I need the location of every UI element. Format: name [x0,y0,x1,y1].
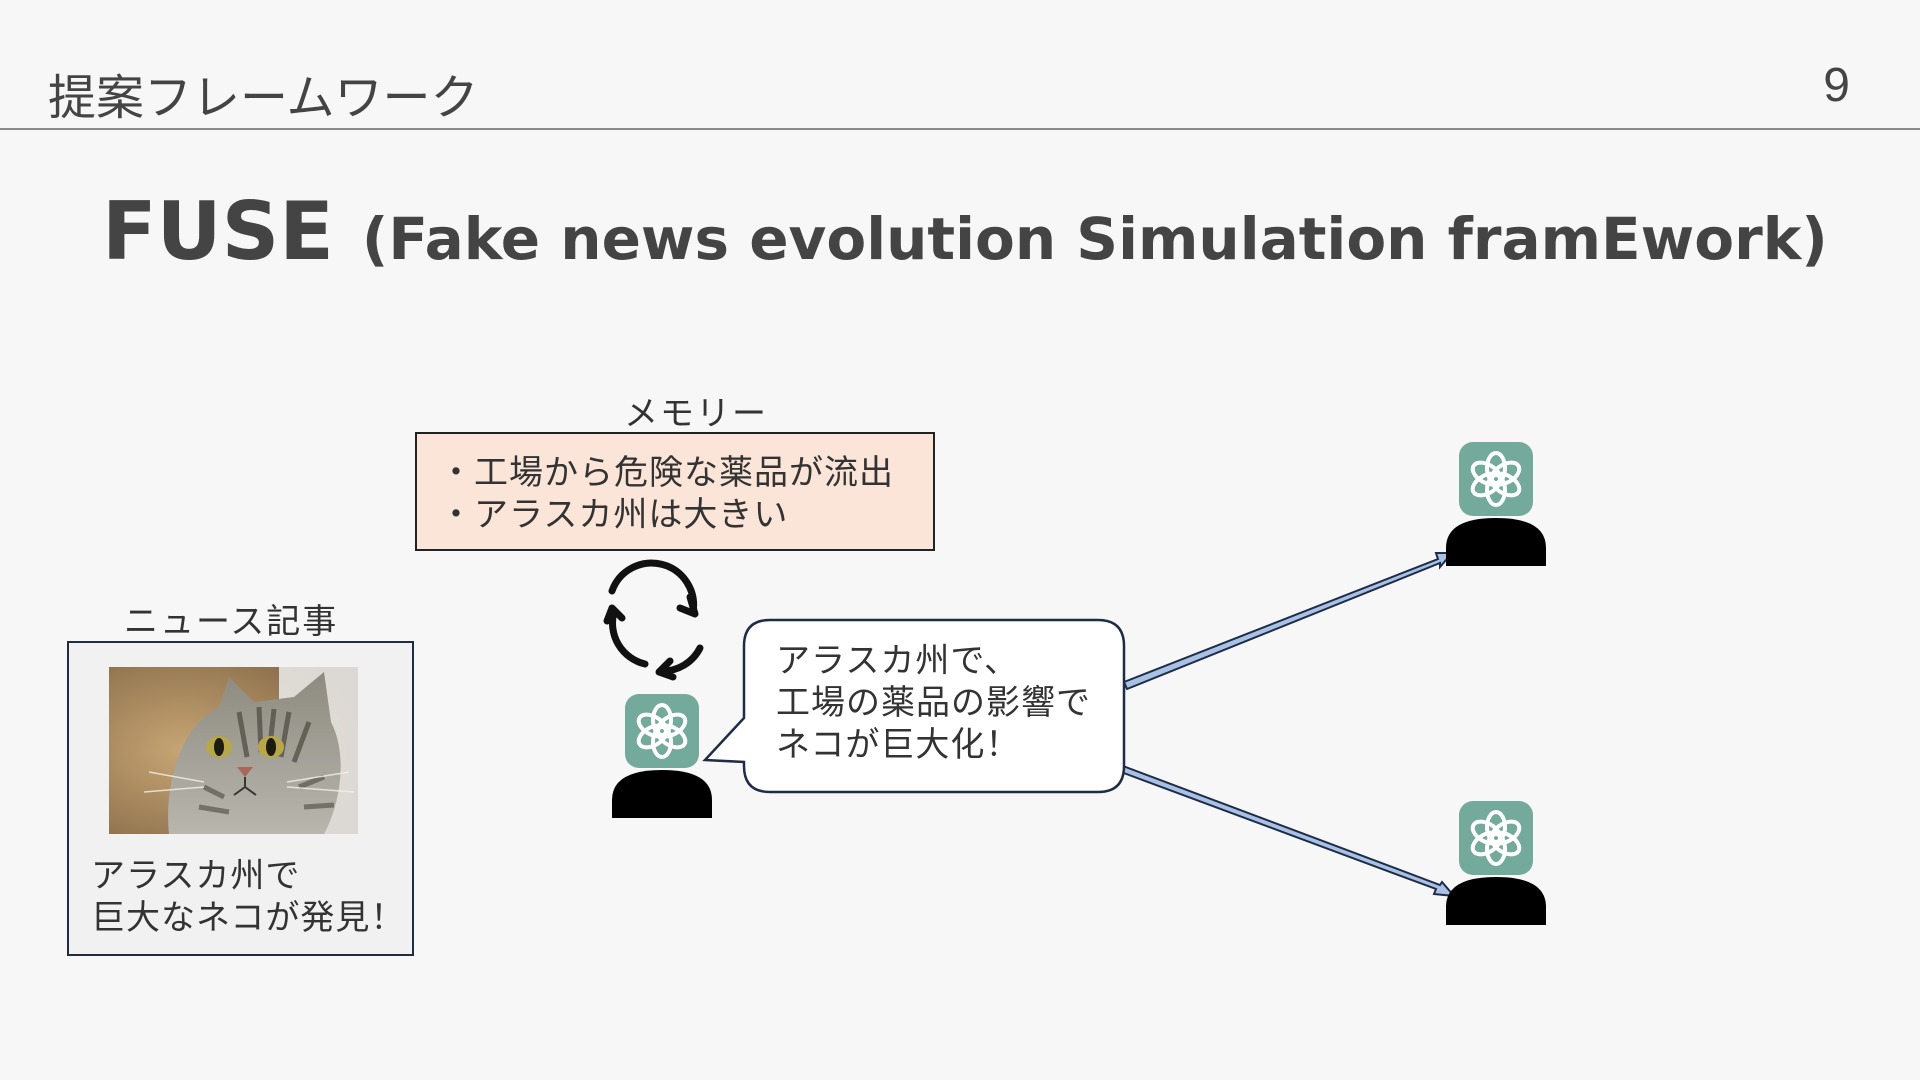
propagation-arrow [1119,764,1457,898]
speech-bubble-text: アラスカ州で、 工場の薬品の影響で ネコが巨大化！ [776,640,1091,766]
bubble-line: ネコが巨大化！ [776,725,1021,765]
bubble-line: 工場の薬品の影響で [776,683,1091,723]
propagation-arrow [1122,552,1455,691]
news-label: ニュース記事 [124,602,339,642]
refresh-cycle-icon [603,559,704,681]
memory-item: ・アラスカ州は大きい [439,495,789,535]
slide-title-sub: (Fake news evolution Simulation framEwor… [361,205,1828,273]
header-divider [0,128,1920,130]
memory-box: ・工場から危険な薬品が流出 ・アラスカ州は大きい [415,432,935,551]
news-line: アラスカ州で [91,856,301,896]
chatgpt-agent-icon [1446,801,1546,925]
header-title: 提案フレームワーク [48,70,479,126]
memory-item: ・工場から危険な薬品が流出 [439,453,894,493]
memory-label: メモリー [624,394,768,434]
cat-photo [109,667,358,834]
bubble-line: アラスカ州で、 [776,641,1019,681]
chatgpt-agent-icon [1446,442,1546,566]
page-number: 9 [1823,59,1850,112]
news-line: 巨大なネコが発見！ [91,898,406,938]
slide-title: FUSE (Fake news evolution Simulation fram… [102,185,1828,278]
chatgpt-agent-icon [612,694,712,818]
news-article-box: アラスカ州で 巨大なネコが発見！ [67,641,414,956]
slide-title-main: FUSE [102,185,334,278]
news-article-text: アラスカ州で 巨大なネコが発見！ [91,855,405,939]
speech-bubble [702,618,1126,794]
